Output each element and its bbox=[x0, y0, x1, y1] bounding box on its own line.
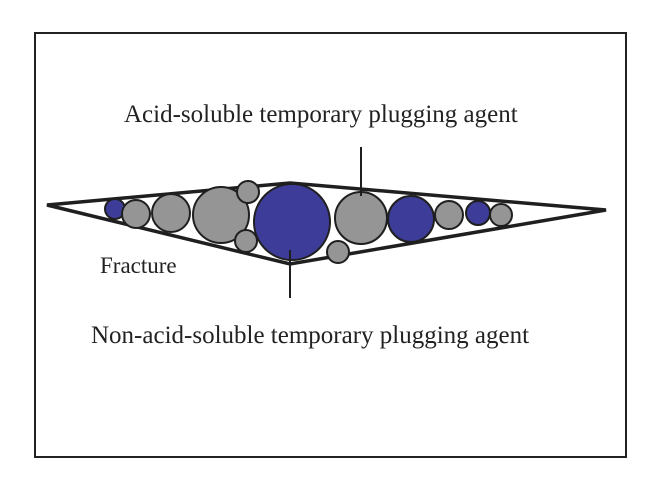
non-acid-soluble-particle bbox=[253, 183, 331, 261]
acid-soluble-particle bbox=[236, 180, 260, 204]
acid-soluble-particle bbox=[434, 200, 464, 230]
non-acid-soluble-particle bbox=[465, 200, 491, 226]
acid-soluble-particle bbox=[489, 203, 513, 227]
acid-soluble-particle bbox=[234, 229, 258, 253]
acid-soluble-agent-label: Acid-soluble temporary plugging agent bbox=[124, 101, 518, 128]
acid-soluble-particle bbox=[121, 199, 151, 229]
non-acid-soluble-agent-label: Non-acid-soluble temporary plugging agen… bbox=[91, 322, 530, 349]
acid-soluble-particle bbox=[192, 186, 250, 244]
acid-soluble-particle bbox=[334, 191, 388, 245]
plugging-particles bbox=[104, 180, 513, 264]
acid-soluble-particle bbox=[151, 193, 191, 233]
non-acid-soluble-particle bbox=[387, 195, 435, 243]
fracture-label: Fracture bbox=[100, 253, 177, 278]
acid-soluble-particle bbox=[326, 240, 350, 264]
diagram-frame bbox=[34, 32, 627, 458]
